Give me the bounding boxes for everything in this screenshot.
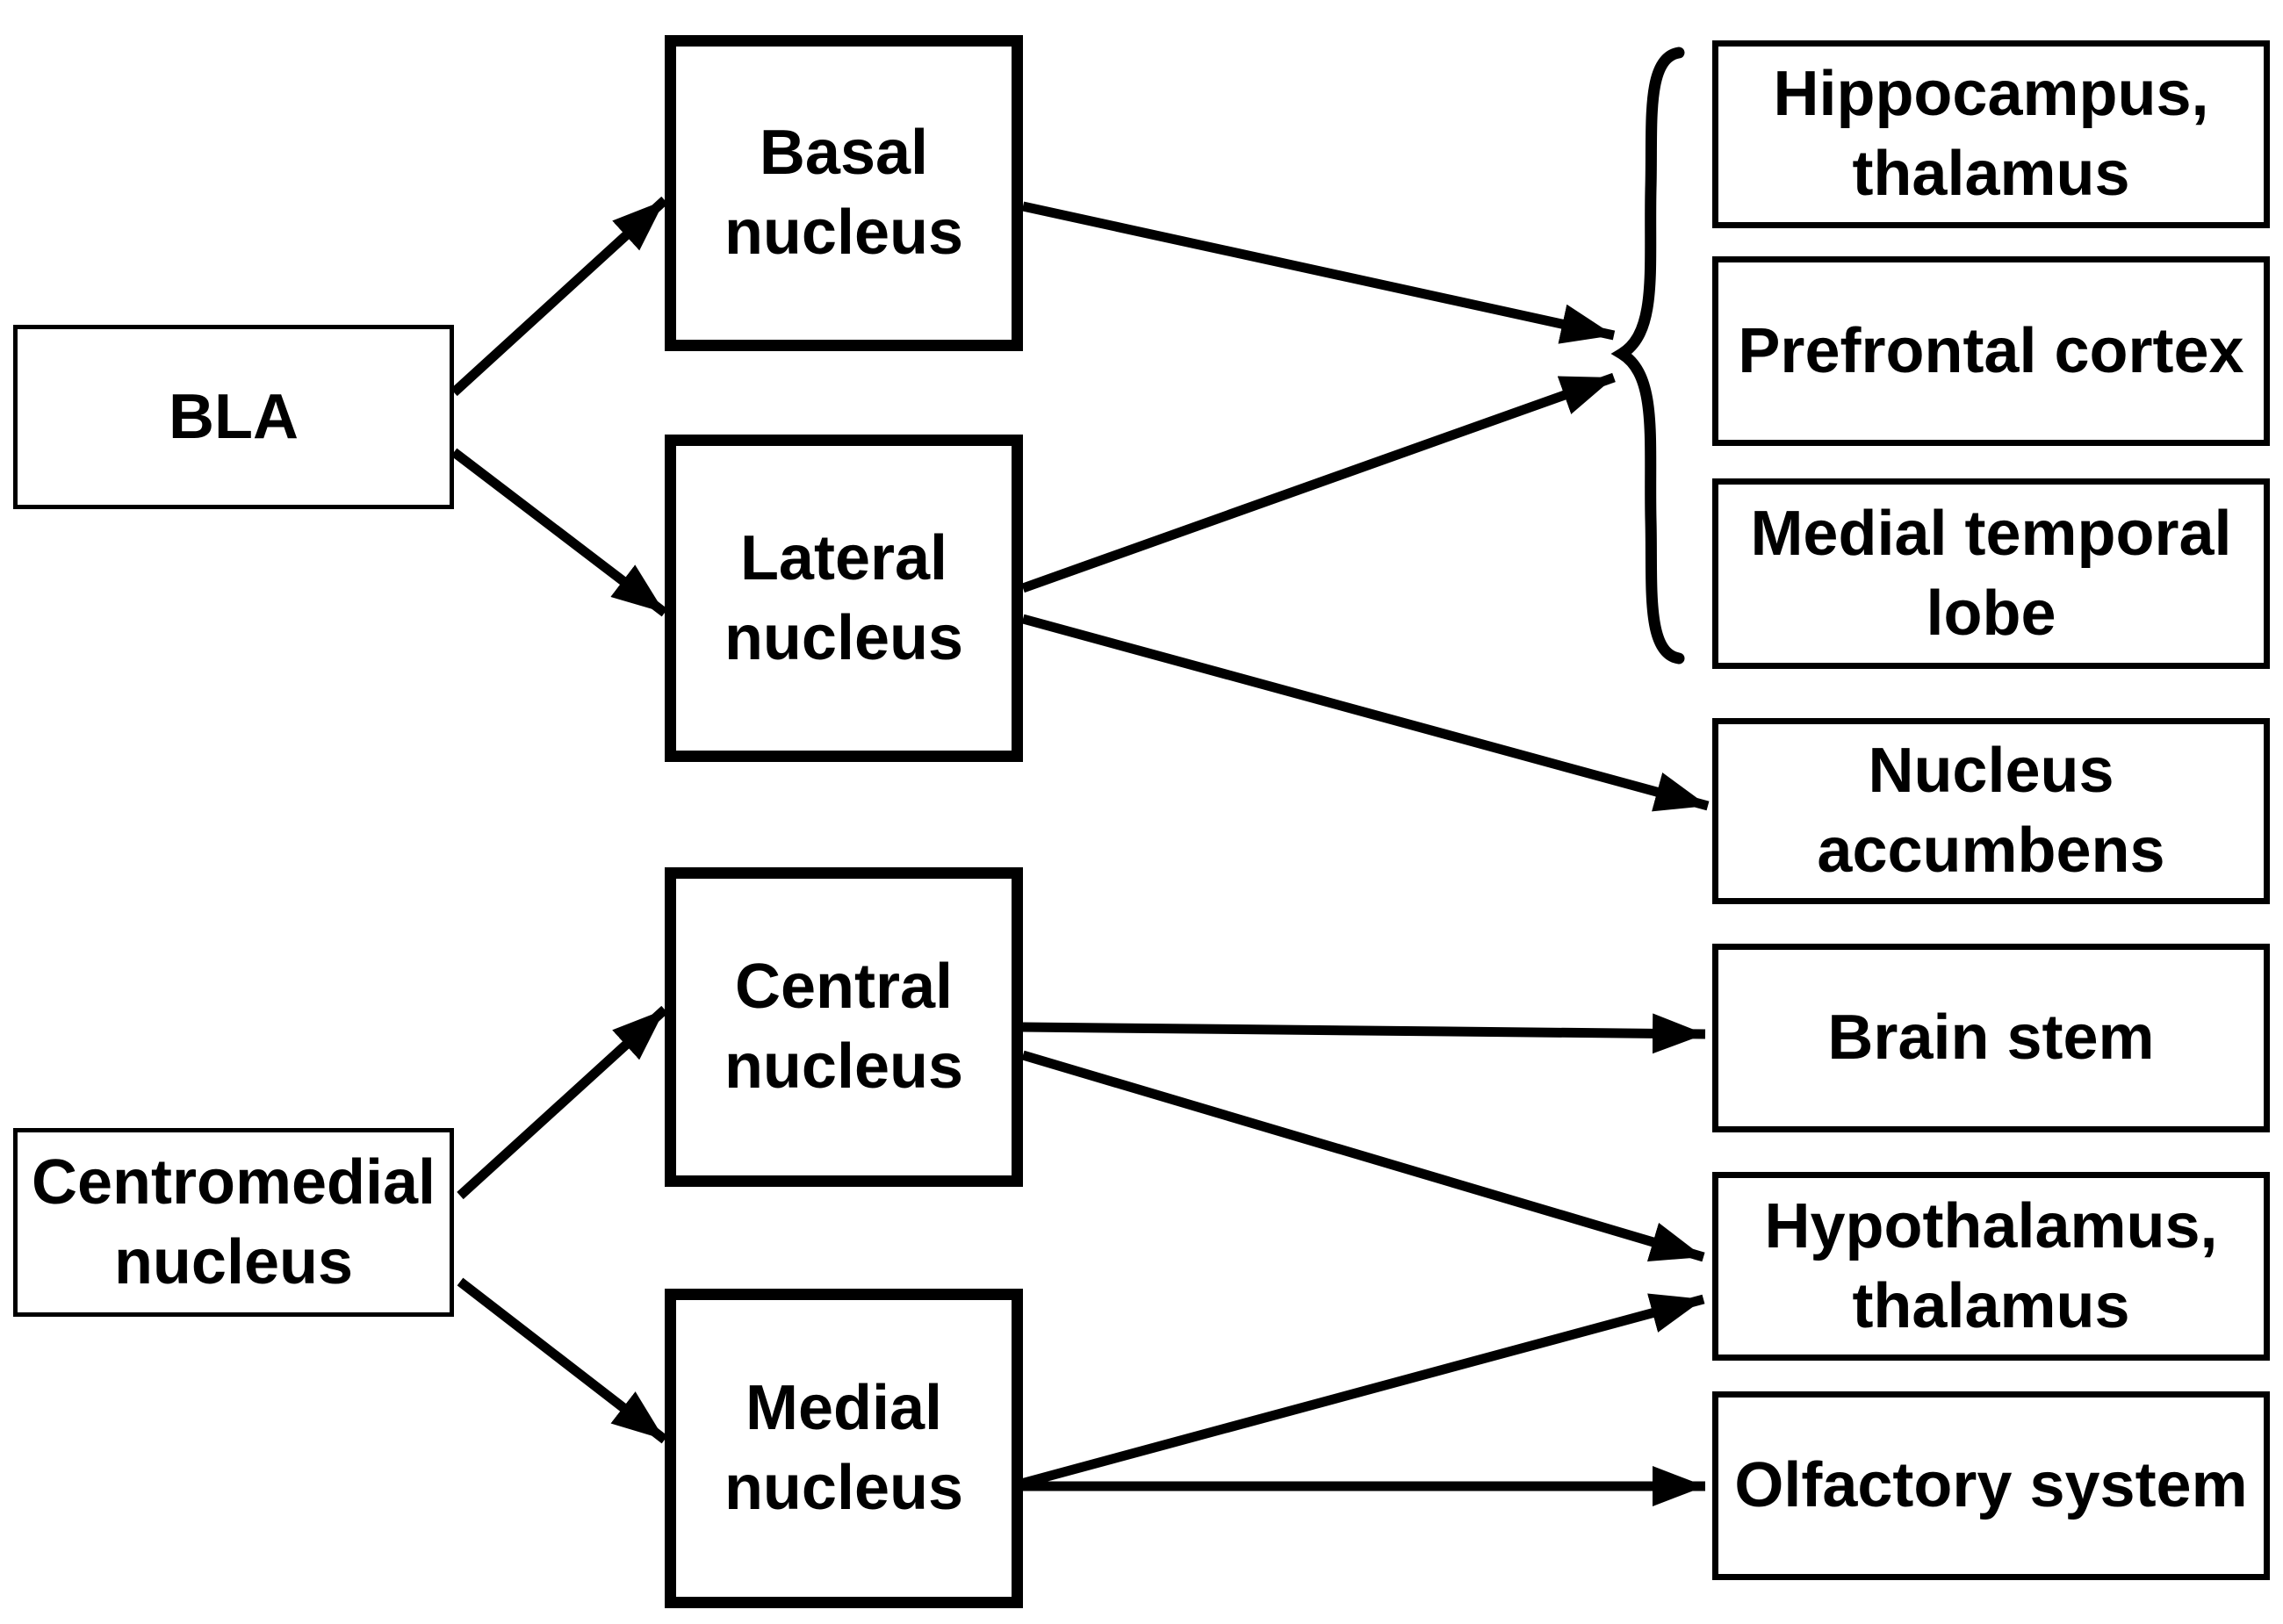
node-nucleus-accumbens: Nucleus accumbens <box>1712 718 2270 904</box>
arrow-centromedial-to-medial-nucleus <box>457 1277 668 1444</box>
node-central-nucleus: Central nucleus <box>665 867 1023 1187</box>
node-medial-nucleus: Medial nucleus <box>665 1289 1023 1608</box>
curly-brace <box>1610 47 1685 665</box>
arrow-medial-to-hypothalamus-thalamus <box>1019 1293 1705 1489</box>
arrow-lateral-to-nucleus-accumbens <box>1021 614 1710 812</box>
node-lateral-nucleus: Lateral nucleus <box>665 435 1023 762</box>
node-basal-nucleus: Basal nucleus <box>665 35 1023 351</box>
arrow-central-to-hypothalamus-thalamus <box>1021 1050 1705 1262</box>
node-medial-temporal-lobe: Medial temporal lobe <box>1712 478 2270 669</box>
node-prefrontal-cortex: Prefrontal cortex <box>1712 256 2270 446</box>
node-brain-stem: Brain stem <box>1712 944 2270 1132</box>
arrow-centromedial-to-central-nucleus <box>457 1005 668 1200</box>
node-olfactory-system: Olfactory system <box>1712 1391 2270 1580</box>
node-bla: BLA <box>13 325 454 509</box>
arrow-lateral-to-brace-group <box>1021 372 1616 593</box>
arrow-central-to-brain-stem <box>1022 1013 1706 1054</box>
node-hippocampus-thalamus: Hippocampus, thalamus <box>1712 40 2270 228</box>
arrow-bla-to-lateral-nucleus <box>450 448 668 617</box>
arrow-basal-to-brace-group <box>1021 201 1616 344</box>
arrow-bla-to-basal-nucleus <box>450 196 668 397</box>
node-centromedial-nucleus: Centromedial nucleus <box>13 1128 454 1317</box>
node-hypothalamus-thalamus: Hypothalamus, thalamus <box>1712 1172 2270 1361</box>
